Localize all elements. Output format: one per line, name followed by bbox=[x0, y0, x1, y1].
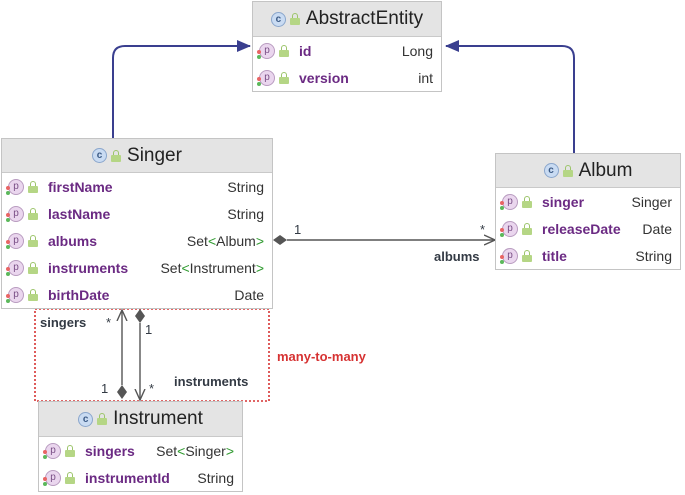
field-row[interactable]: p instruments Set<Instrument> bbox=[2, 254, 272, 281]
field-type: Date bbox=[234, 286, 264, 303]
field-name: lastName bbox=[48, 205, 111, 222]
singers-role-label: singers bbox=[40, 315, 87, 330]
lock-icon bbox=[562, 164, 573, 177]
singer-album-target-role: albums bbox=[434, 249, 480, 264]
field-name: singer bbox=[542, 193, 585, 210]
class-abstract-entity[interactable]: c AbstractEntity p id Long p version int bbox=[252, 1, 442, 92]
singer-album-target-multiplicity: * bbox=[480, 222, 486, 237]
lock-icon bbox=[97, 413, 108, 425]
lock-icon bbox=[28, 180, 38, 193]
property-icon: p bbox=[257, 69, 275, 86]
field-type: String bbox=[227, 205, 264, 222]
class-icon: c bbox=[270, 11, 286, 27]
field-row[interactable]: p version int bbox=[253, 64, 441, 91]
field-type: Date bbox=[642, 220, 672, 237]
instruments-multiplicity: * bbox=[149, 381, 155, 396]
field-row[interactable]: p instrumentId String bbox=[39, 464, 242, 491]
class-header: c Singer bbox=[2, 139, 272, 173]
field-type: Set<Singer> bbox=[156, 442, 234, 459]
singers-multiplicity: * bbox=[106, 315, 112, 330]
field-name: instruments bbox=[48, 259, 129, 276]
field-row[interactable]: p releaseDate Date bbox=[496, 215, 680, 242]
singer-album-source-multiplicity: 1 bbox=[294, 222, 302, 237]
lock-icon bbox=[289, 13, 300, 25]
field-row[interactable]: p id Long bbox=[253, 37, 441, 64]
property-icon: p bbox=[500, 247, 518, 264]
class-name: Instrument bbox=[113, 408, 203, 429]
class-header: c Album bbox=[496, 154, 680, 188]
field-type: int bbox=[418, 69, 433, 86]
property-icon: p bbox=[500, 193, 518, 210]
field-name: version bbox=[299, 69, 349, 86]
lock-icon bbox=[279, 44, 289, 57]
inheritance-album-line bbox=[445, 40, 575, 153]
property-icon: p bbox=[257, 42, 275, 59]
singer-side-multiplicity: 1 bbox=[145, 322, 153, 337]
lock-icon bbox=[28, 288, 38, 301]
class-name: AbstractEntity bbox=[305, 8, 424, 29]
property-icon: p bbox=[6, 259, 24, 276]
field-name: singers bbox=[85, 442, 135, 459]
field-name: id bbox=[299, 42, 312, 59]
lock-icon bbox=[65, 444, 75, 457]
composition-diamond-singer bbox=[273, 235, 287, 245]
field-name: instrumentId bbox=[85, 469, 170, 486]
composition-diamond-singer-instruments bbox=[135, 309, 145, 323]
field-row[interactable]: p albums Set<Album> bbox=[2, 227, 272, 254]
field-type: Set<Instrument> bbox=[160, 259, 264, 276]
property-icon: p bbox=[6, 205, 24, 222]
class-name: Singer bbox=[127, 144, 182, 166]
field-name: firstName bbox=[48, 178, 113, 195]
class-icon: c bbox=[92, 148, 108, 163]
lock-icon bbox=[111, 149, 122, 162]
lock-icon bbox=[522, 222, 532, 235]
lock-icon bbox=[279, 71, 289, 84]
field-type: Long bbox=[401, 42, 433, 59]
field-type: String bbox=[635, 247, 672, 264]
property-icon: p bbox=[43, 469, 61, 486]
lock-icon bbox=[28, 234, 38, 247]
lock-icon bbox=[28, 261, 38, 274]
field-name: albums bbox=[48, 232, 98, 249]
many-to-many-note-box bbox=[34, 308, 270, 402]
field-row[interactable]: p birthDate Date bbox=[2, 281, 272, 308]
lock-icon bbox=[65, 471, 75, 484]
field-name: title bbox=[542, 247, 567, 264]
field-row[interactable]: p title String bbox=[496, 242, 680, 269]
property-icon: p bbox=[43, 442, 61, 459]
property-icon: p bbox=[500, 220, 518, 237]
class-icon: c bbox=[78, 411, 94, 427]
lock-icon bbox=[28, 207, 38, 220]
field-type: String bbox=[197, 469, 234, 486]
class-name: Album bbox=[578, 159, 633, 181]
class-instrument[interactable]: c Instrument p singers Set<Singer> p ins… bbox=[38, 401, 243, 492]
inheritance-singer-line bbox=[112, 40, 251, 138]
lock-icon bbox=[522, 249, 532, 262]
instrument-side-multiplicity: 1 bbox=[101, 381, 109, 396]
property-icon: p bbox=[6, 232, 24, 249]
instruments-role-label: instruments bbox=[174, 374, 249, 389]
field-row[interactable]: p lastName String bbox=[2, 200, 272, 227]
property-icon: p bbox=[6, 286, 24, 303]
field-type: Set<Album> bbox=[186, 232, 264, 249]
field-type: String bbox=[227, 178, 264, 195]
class-icon: c bbox=[543, 163, 559, 178]
class-header: c Instrument bbox=[39, 402, 242, 437]
field-name: birthDate bbox=[48, 286, 110, 303]
field-row[interactable]: p firstName String bbox=[2, 173, 272, 200]
field-type: Singer bbox=[631, 193, 672, 210]
field-row[interactable]: p singer Singer bbox=[496, 188, 680, 215]
property-icon: p bbox=[6, 178, 24, 195]
composition-diamond-instrument bbox=[117, 385, 127, 399]
field-name: releaseDate bbox=[542, 220, 621, 237]
lock-icon bbox=[522, 195, 532, 208]
field-row[interactable]: p singers Set<Singer> bbox=[39, 437, 242, 464]
many-to-many-note: many-to-many bbox=[277, 349, 366, 364]
class-header: c AbstractEntity bbox=[253, 2, 441, 37]
class-singer[interactable]: c Singer p firstName String p lastName S… bbox=[1, 138, 273, 309]
class-album[interactable]: c Album p singer Singer p releaseDate Da… bbox=[495, 153, 681, 270]
